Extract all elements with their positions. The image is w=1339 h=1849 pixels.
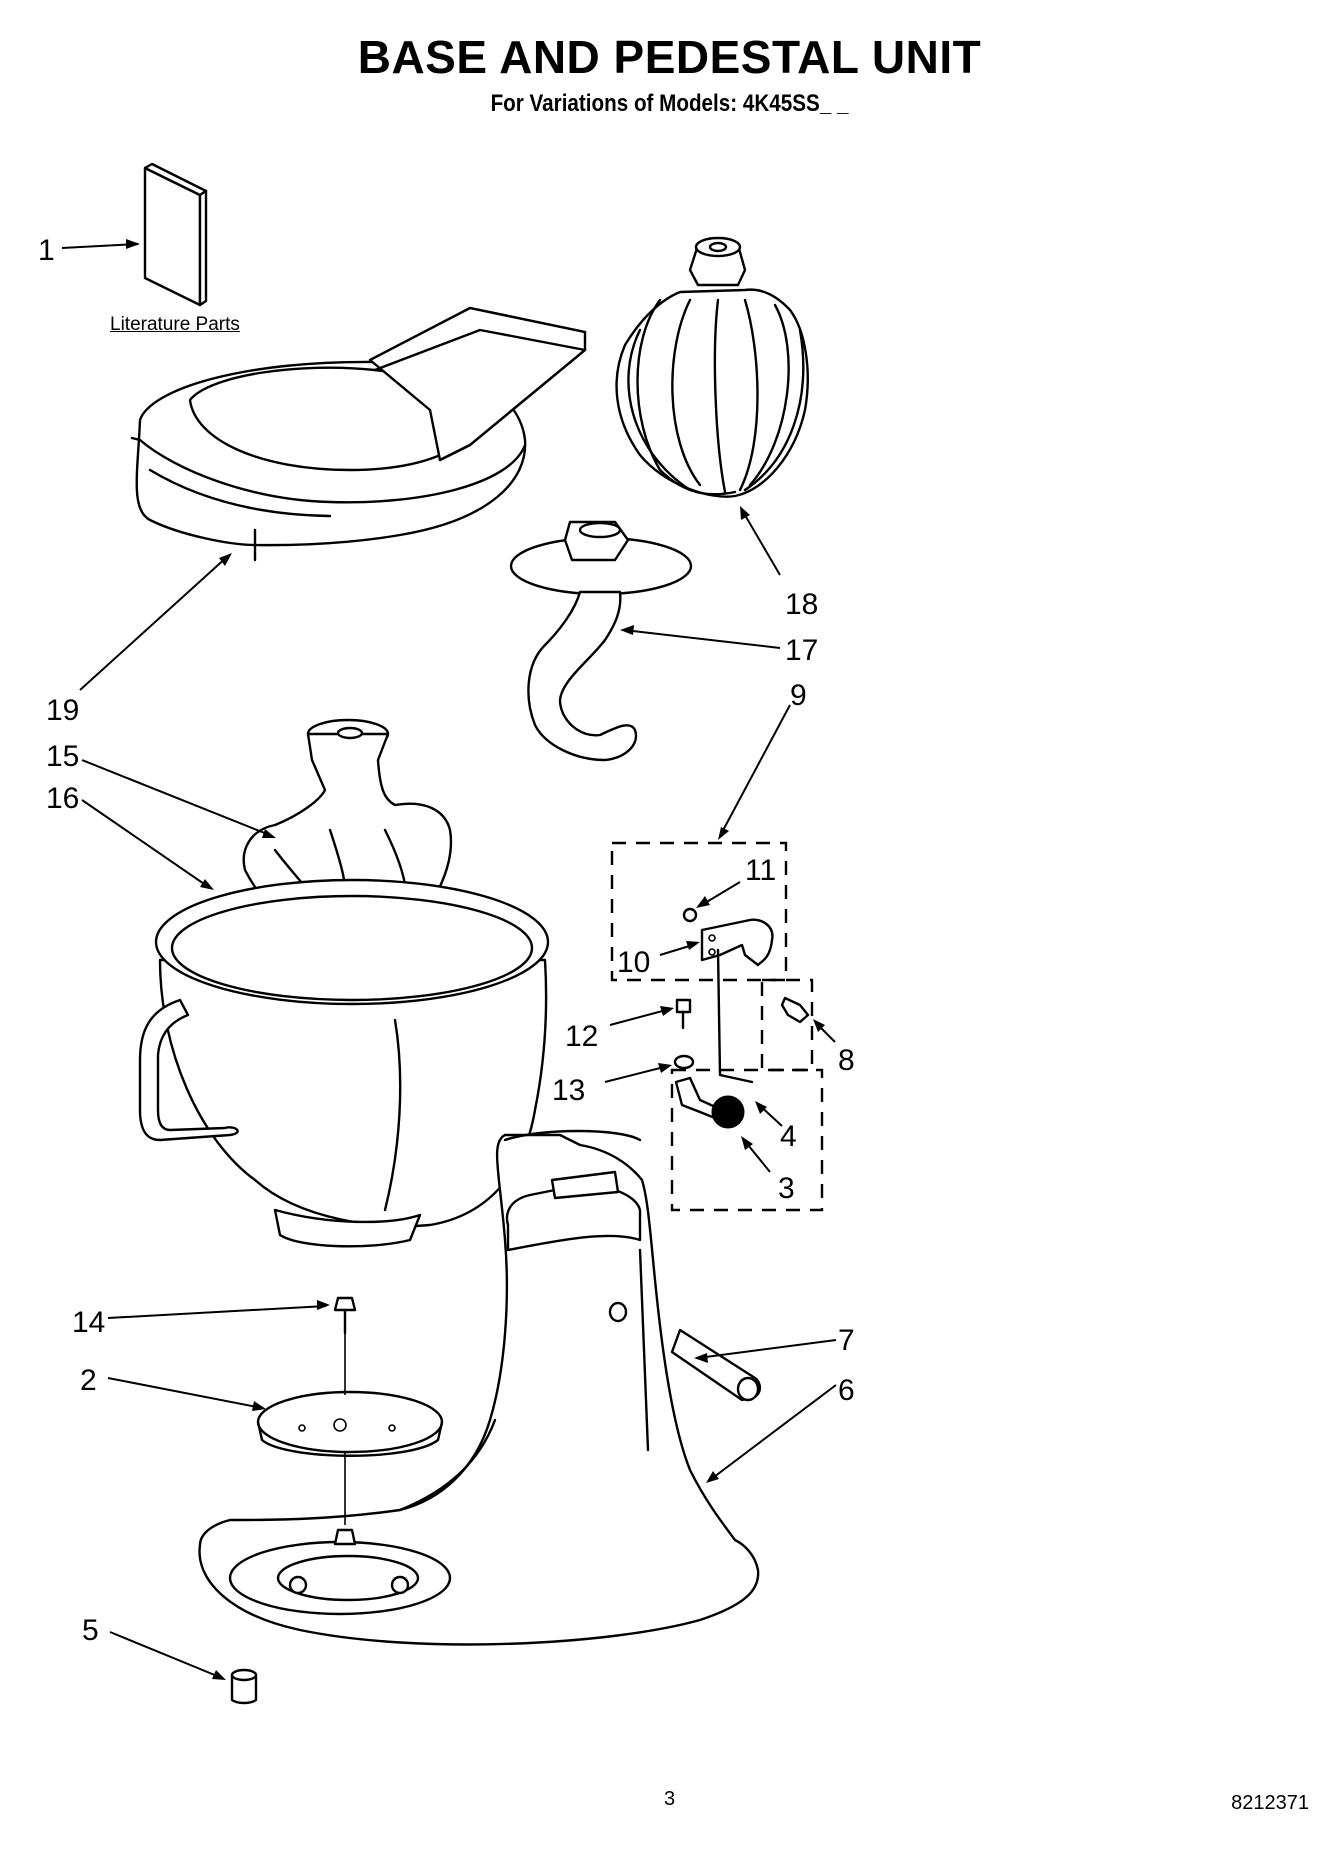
mixing-bowl-part [138, 878, 550, 1248]
callout-15: 15 [46, 740, 79, 773]
callout-6: 6 [838, 1374, 855, 1407]
literature-booklet-part [143, 162, 208, 307]
callout-19: 19 [46, 694, 79, 727]
pedestal-base-part [198, 1129, 760, 1646]
callout-13: 13 [552, 1074, 585, 1107]
hinge-pin-part [608, 1301, 762, 1402]
callout-11: 11 [745, 854, 776, 887]
page-title: BASE AND PEDESTAL UNIT [357, 31, 982, 83]
leader-lines [61, 239, 837, 1680]
pouring-shield-part [130, 306, 587, 562]
wire-whip-part [615, 236, 809, 498]
dough-hook-part [509, 520, 693, 762]
callout-numbers: 1 19 18 17 9 15 16 11 10 12 8 13 4 3 14 … [38, 234, 855, 1647]
page-subtitle: For Variations of Models: 4K45SS_ _ [490, 90, 849, 117]
page-number: 3 [663, 1788, 676, 1810]
callout-12: 12 [565, 1020, 598, 1053]
callout-16: 16 [46, 782, 79, 815]
pedestal-screw-part [333, 1296, 357, 1525]
callout-18: 18 [785, 588, 818, 621]
callout-1: 1 [38, 234, 55, 267]
callout-7: 7 [838, 1324, 855, 1357]
speed-control-plate-part [682, 907, 774, 967]
speed-lever-part [674, 948, 754, 1129]
trim-ring-part [256, 1390, 444, 1457]
callout-2: 2 [80, 1364, 97, 1397]
rubber-foot-part [230, 1668, 258, 1705]
document-number: 8212371 [1231, 1792, 1309, 1814]
callout-14: 14 [72, 1306, 105, 1339]
literature-parts-label: Literature Parts [110, 314, 240, 335]
callout-17: 17 [785, 634, 818, 667]
callout-9: 9 [790, 679, 807, 712]
callout-10: 10 [617, 946, 650, 979]
speed-pin-part [780, 996, 810, 1024]
screw-washer-parts [673, 998, 695, 1070]
speed-control-kit-outline [610, 841, 824, 1212]
callout-4: 4 [780, 1120, 797, 1153]
callout-5: 5 [82, 1614, 99, 1647]
callout-8: 8 [838, 1044, 855, 1077]
callout-3: 3 [778, 1172, 795, 1205]
